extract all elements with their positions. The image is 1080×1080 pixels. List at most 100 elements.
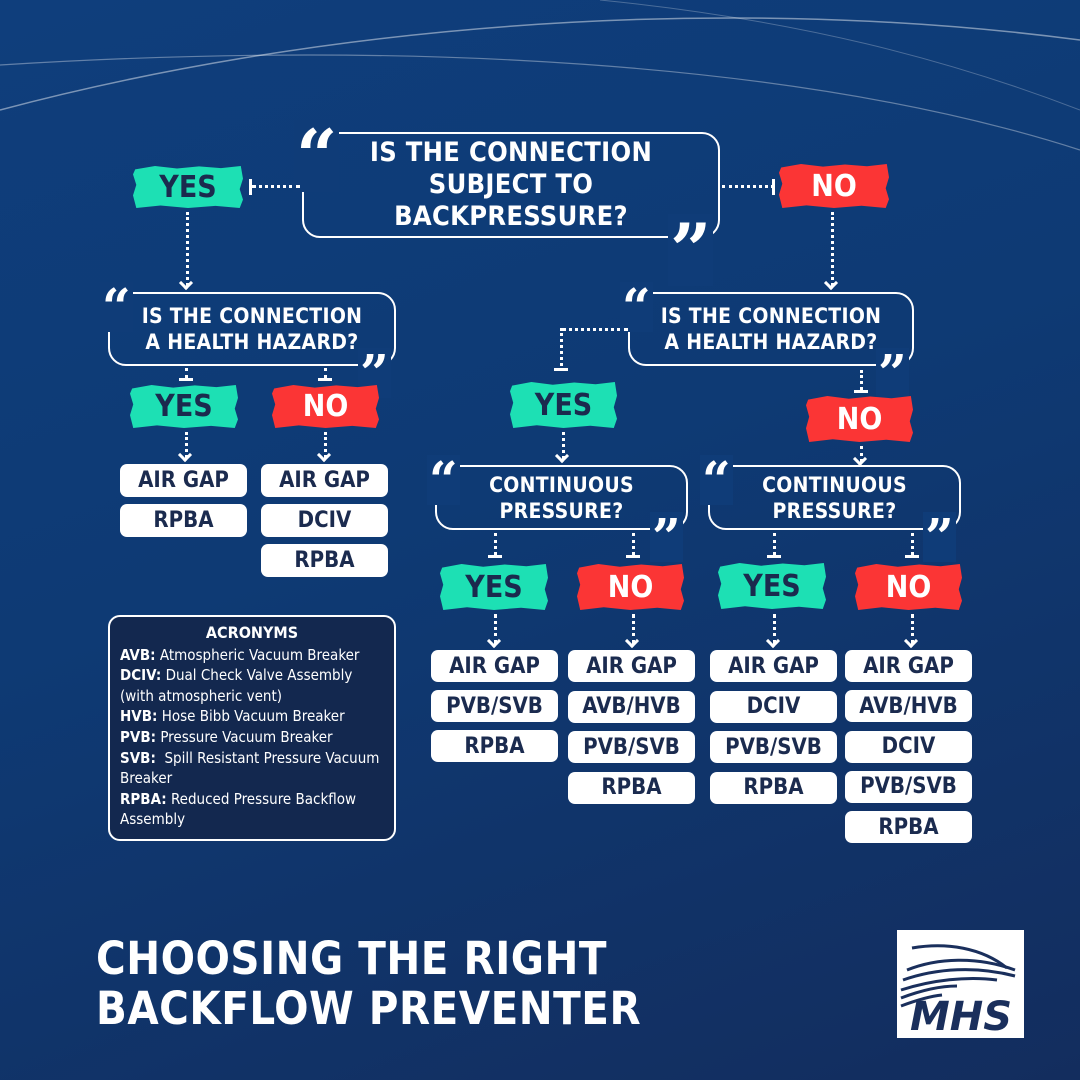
outcome-pill: RPBA <box>261 544 388 577</box>
close-quote-icon: ” <box>668 207 714 292</box>
connector-line <box>860 446 863 462</box>
acronym-item: RPBA: Reduced Pressure Backflow Assembly <box>120 789 384 830</box>
open-quote-icon: “ <box>294 113 340 198</box>
question-line: IS THE CONNECTION <box>369 137 653 168</box>
outcome-pill: RPBA <box>568 771 695 804</box>
arrow-down-icon <box>177 447 193 463</box>
connector-tick <box>318 378 332 381</box>
yes-label: YES <box>510 382 617 428</box>
acronym-abbr: RPBA: <box>120 789 167 808</box>
no-label: NO <box>577 564 684 610</box>
no-label: NO <box>779 164 889 208</box>
outcome-pill: AIR GAP <box>710 650 837 682</box>
connector-line <box>324 432 327 458</box>
outcome-pill: PVB/SVB <box>845 770 972 803</box>
connector-line <box>773 614 776 644</box>
question-line: A HEALTH HAZARD? <box>145 330 359 354</box>
arrow-down-icon <box>903 633 919 649</box>
connector-line <box>773 533 776 555</box>
connector-tick <box>626 555 640 558</box>
connector-line <box>560 328 563 366</box>
close-quote-icon: ” <box>876 343 909 402</box>
yes-label: YES <box>440 564 548 610</box>
outcome-pill: DCIV <box>845 730 972 763</box>
connector-line <box>722 185 774 188</box>
open-quote-icon: “ <box>100 277 133 336</box>
acronym-abbr: SVB: <box>120 748 156 767</box>
acronym-definition: Hose Bibb Vacuum Breaker <box>161 707 345 726</box>
connector-tick <box>767 555 781 558</box>
connector-line <box>911 533 914 555</box>
connector-tick <box>179 378 193 381</box>
acronym-abbr: AVB: <box>120 645 156 664</box>
outcome-pill: PVB/SVB <box>568 731 695 763</box>
question-line: IS THE CONNECTION <box>141 304 363 328</box>
outcome-pill: AIR GAP <box>568 650 695 682</box>
acronym-item: PVB: Pressure Vacuum Breaker <box>120 727 384 748</box>
outcome-pill: DCIV <box>261 504 388 537</box>
connector-tick <box>854 390 868 393</box>
acronym-definition: Dual Check Valve Assembly (with atmosphe… <box>120 666 357 705</box>
arrow-down-icon <box>178 275 194 291</box>
connector-line <box>831 212 834 286</box>
acronym-item: DCIV: Dual Check Valve Assembly (with at… <box>120 665 384 706</box>
no-label: NO <box>806 396 913 442</box>
outcome-pill: AIR GAP <box>845 650 972 682</box>
question-line: IS THE CONNECTION <box>660 304 882 328</box>
connector-tick <box>905 555 919 558</box>
outcome-pill: AVB/HVB <box>845 690 972 723</box>
connector-tick <box>249 179 252 195</box>
open-quote-icon: “ <box>427 450 460 509</box>
connector-line <box>562 432 565 459</box>
no-label: NO <box>272 385 379 428</box>
connector-line <box>632 614 635 644</box>
outcome-pill: AVB/HVB <box>568 690 695 723</box>
outcome-pill: RPBA <box>431 730 558 762</box>
question-line: PRESSURE? <box>499 498 624 523</box>
acronym-abbr: DCIV: <box>120 666 162 685</box>
connector-tick <box>488 555 502 558</box>
connector-line <box>860 370 863 390</box>
connector-line <box>185 368 188 378</box>
yes-label: YES <box>133 166 243 208</box>
acronym-definition: Spill Resistant Pressure Vacuum Breaker <box>120 748 384 788</box>
acronyms-title: ACRONYMS <box>205 623 299 642</box>
acronym-abbr: PVB: <box>120 727 157 746</box>
decorative-curves <box>0 0 1080 151</box>
outcome-pill: AIR GAP <box>120 464 247 497</box>
outcome-pill: PVB/SVB <box>431 690 558 722</box>
arrow-down-icon <box>486 633 502 649</box>
close-quote-icon: ” <box>650 507 683 566</box>
connector-line <box>911 614 914 644</box>
arrow-down-icon <box>316 447 332 463</box>
connector-line <box>632 533 635 555</box>
question-line: BACKPRESSURE? <box>394 201 628 232</box>
acronym-item: AVB: Atmospheric Vacuum Breaker <box>120 645 384 666</box>
question-line: A HEALTH HAZARD? <box>664 330 878 354</box>
acronym-item: SVB: Spill Resistant Pressure Vacuum Bre… <box>120 748 384 789</box>
yes-label: YES <box>718 563 826 609</box>
acronym-definition: Atmospheric Vacuum Breaker <box>159 645 360 664</box>
connector-line <box>494 614 497 644</box>
connector-line <box>494 533 497 555</box>
page-title: CHOOSING THE RIGHT BACKFLOW PREVENTER <box>96 932 642 1035</box>
close-quote-icon: ” <box>923 507 956 566</box>
outcome-pill: RPBA <box>845 811 972 844</box>
open-quote-icon: “ <box>700 450 733 509</box>
open-quote-icon: “ <box>620 277 653 336</box>
svg-text:MHS: MHS <box>910 994 1012 1038</box>
arrow-down-icon <box>852 451 868 467</box>
outcome-pill: RPBA <box>710 771 837 804</box>
connector-line <box>562 328 628 331</box>
question-line: CONTINUOUS <box>489 472 634 497</box>
acronym-abbr: HVB: <box>120 707 158 726</box>
arrow-down-icon <box>624 633 640 649</box>
question-line: SUBJECT TO <box>428 169 594 200</box>
connector-line <box>185 432 188 458</box>
outcome-pill: RPBA <box>120 504 247 537</box>
acronym-definition: Reduced Pressure Backflow Assembly <box>120 789 361 829</box>
